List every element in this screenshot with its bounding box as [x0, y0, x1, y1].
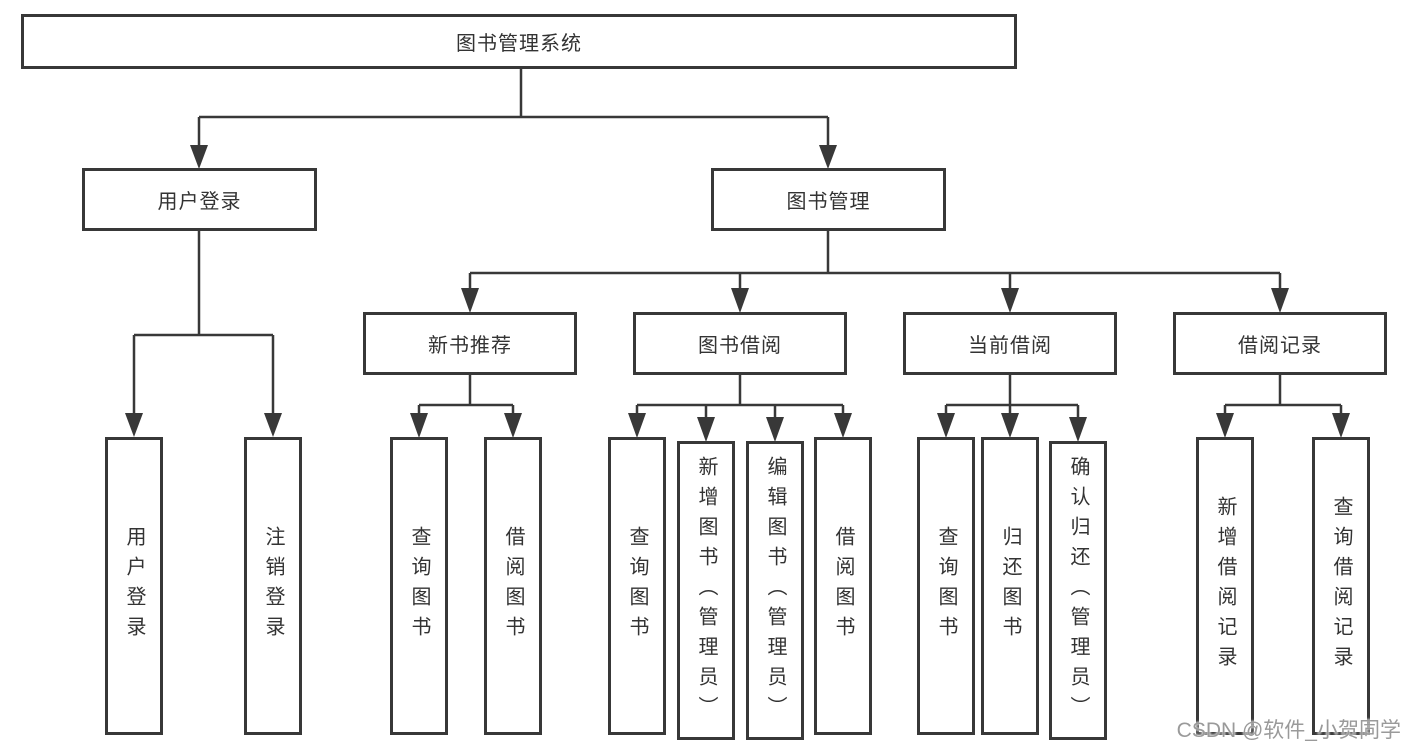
leaf-return-books-label: 归还图书 [999, 526, 1021, 646]
node-user-login-label: 用户登录 [157, 191, 242, 213]
leaf-query-borrow-record: 查询借阅记录 [1312, 437, 1370, 735]
leaf-borrow-books-2-label: 借阅图书 [832, 526, 854, 646]
node-book-borrow: 图书借阅 [633, 312, 847, 375]
leaf-user-login: 用户登录 [105, 437, 163, 735]
node-new-book-recommend-label: 新书推荐 [428, 335, 512, 357]
node-root: 图书管理系统 [21, 14, 1017, 69]
leaf-user-login-label: 用户登录 [123, 526, 145, 646]
leaf-borrow-books-1-label: 借阅图书 [502, 526, 524, 646]
csdn-watermark: CSDN @软件_小贺同学 [1176, 719, 1401, 742]
leaf-query-books-3-label: 查询图书 [935, 526, 957, 646]
leaf-add-books-admin-label: 新增图书（管理员） [695, 455, 717, 726]
leaf-query-books-3: 查询图书 [917, 437, 975, 735]
leaf-logout-label: 注销登录 [262, 526, 284, 646]
node-borrow-records: 借阅记录 [1173, 312, 1387, 375]
node-current-borrow: 当前借阅 [903, 312, 1117, 375]
leaf-edit-books-admin: 编辑图书（管理员） [746, 441, 804, 740]
connector-book-management-to-level3 [461, 231, 1289, 313]
leaf-confirm-return-admin: 确认归还（管理员） [1049, 441, 1107, 740]
leaf-query-borrow-record-label: 查询借阅记录 [1330, 496, 1352, 676]
leaf-query-books-1: 查询图书 [390, 437, 448, 735]
leaf-borrow-books-1: 借阅图书 [484, 437, 542, 735]
leaf-query-books-1-label: 查询图书 [408, 526, 430, 646]
node-book-management: 图书管理 [711, 168, 946, 231]
node-new-book-recommend: 新书推荐 [363, 312, 577, 375]
leaf-add-borrow-record-label: 新增借阅记录 [1214, 496, 1236, 676]
leaf-query-books-2: 查询图书 [608, 437, 666, 735]
connector-current-borrow-branch [937, 375, 1087, 442]
connector-root-to-level2 [190, 69, 837, 169]
leaf-edit-books-admin-label: 编辑图书（管理员） [764, 455, 786, 726]
node-book-borrow-label: 图书借阅 [698, 335, 782, 357]
node-user-login: 用户登录 [82, 168, 317, 231]
connector-user-login-branch [125, 231, 282, 437]
leaf-confirm-return-admin-label: 确认归还（管理员） [1067, 455, 1089, 726]
node-borrow-records-label: 借阅记录 [1238, 335, 1322, 357]
node-current-borrow-label: 当前借阅 [968, 335, 1052, 357]
leaf-query-books-2-label: 查询图书 [626, 526, 648, 646]
leaf-return-books: 归还图书 [981, 437, 1039, 735]
leaf-logout: 注销登录 [244, 437, 302, 735]
node-root-label: 图书管理系统 [456, 33, 582, 55]
leaf-borrow-books-2: 借阅图书 [814, 437, 872, 735]
connector-new-book-recommend-branch [410, 375, 522, 438]
connector-book-borrow-branch [628, 375, 852, 442]
connector-borrow-records-branch [1216, 375, 1350, 438]
leaf-add-books-admin: 新增图书（管理员） [677, 441, 735, 740]
node-book-management-label: 图书管理 [786, 191, 871, 213]
leaf-add-borrow-record: 新增借阅记录 [1196, 437, 1254, 735]
